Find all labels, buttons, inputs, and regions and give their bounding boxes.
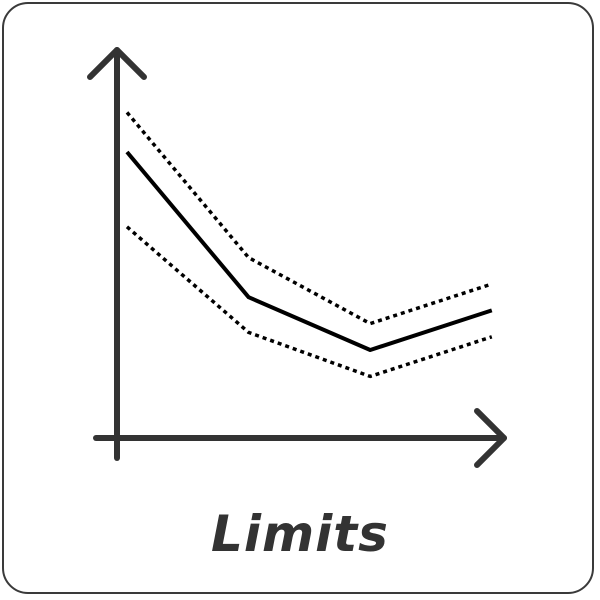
caption-label: Limits [211, 505, 389, 563]
y-axis-arrowhead [87, 47, 147, 80]
chart-axes [87, 47, 507, 468]
x-axis-arrowhead [474, 408, 507, 468]
upper-limit-line [125, 111, 493, 326]
series-layer [125, 111, 493, 379]
icon-card [2, 2, 594, 594]
lower-limit-line [125, 225, 493, 379]
center-line [125, 150, 493, 352]
